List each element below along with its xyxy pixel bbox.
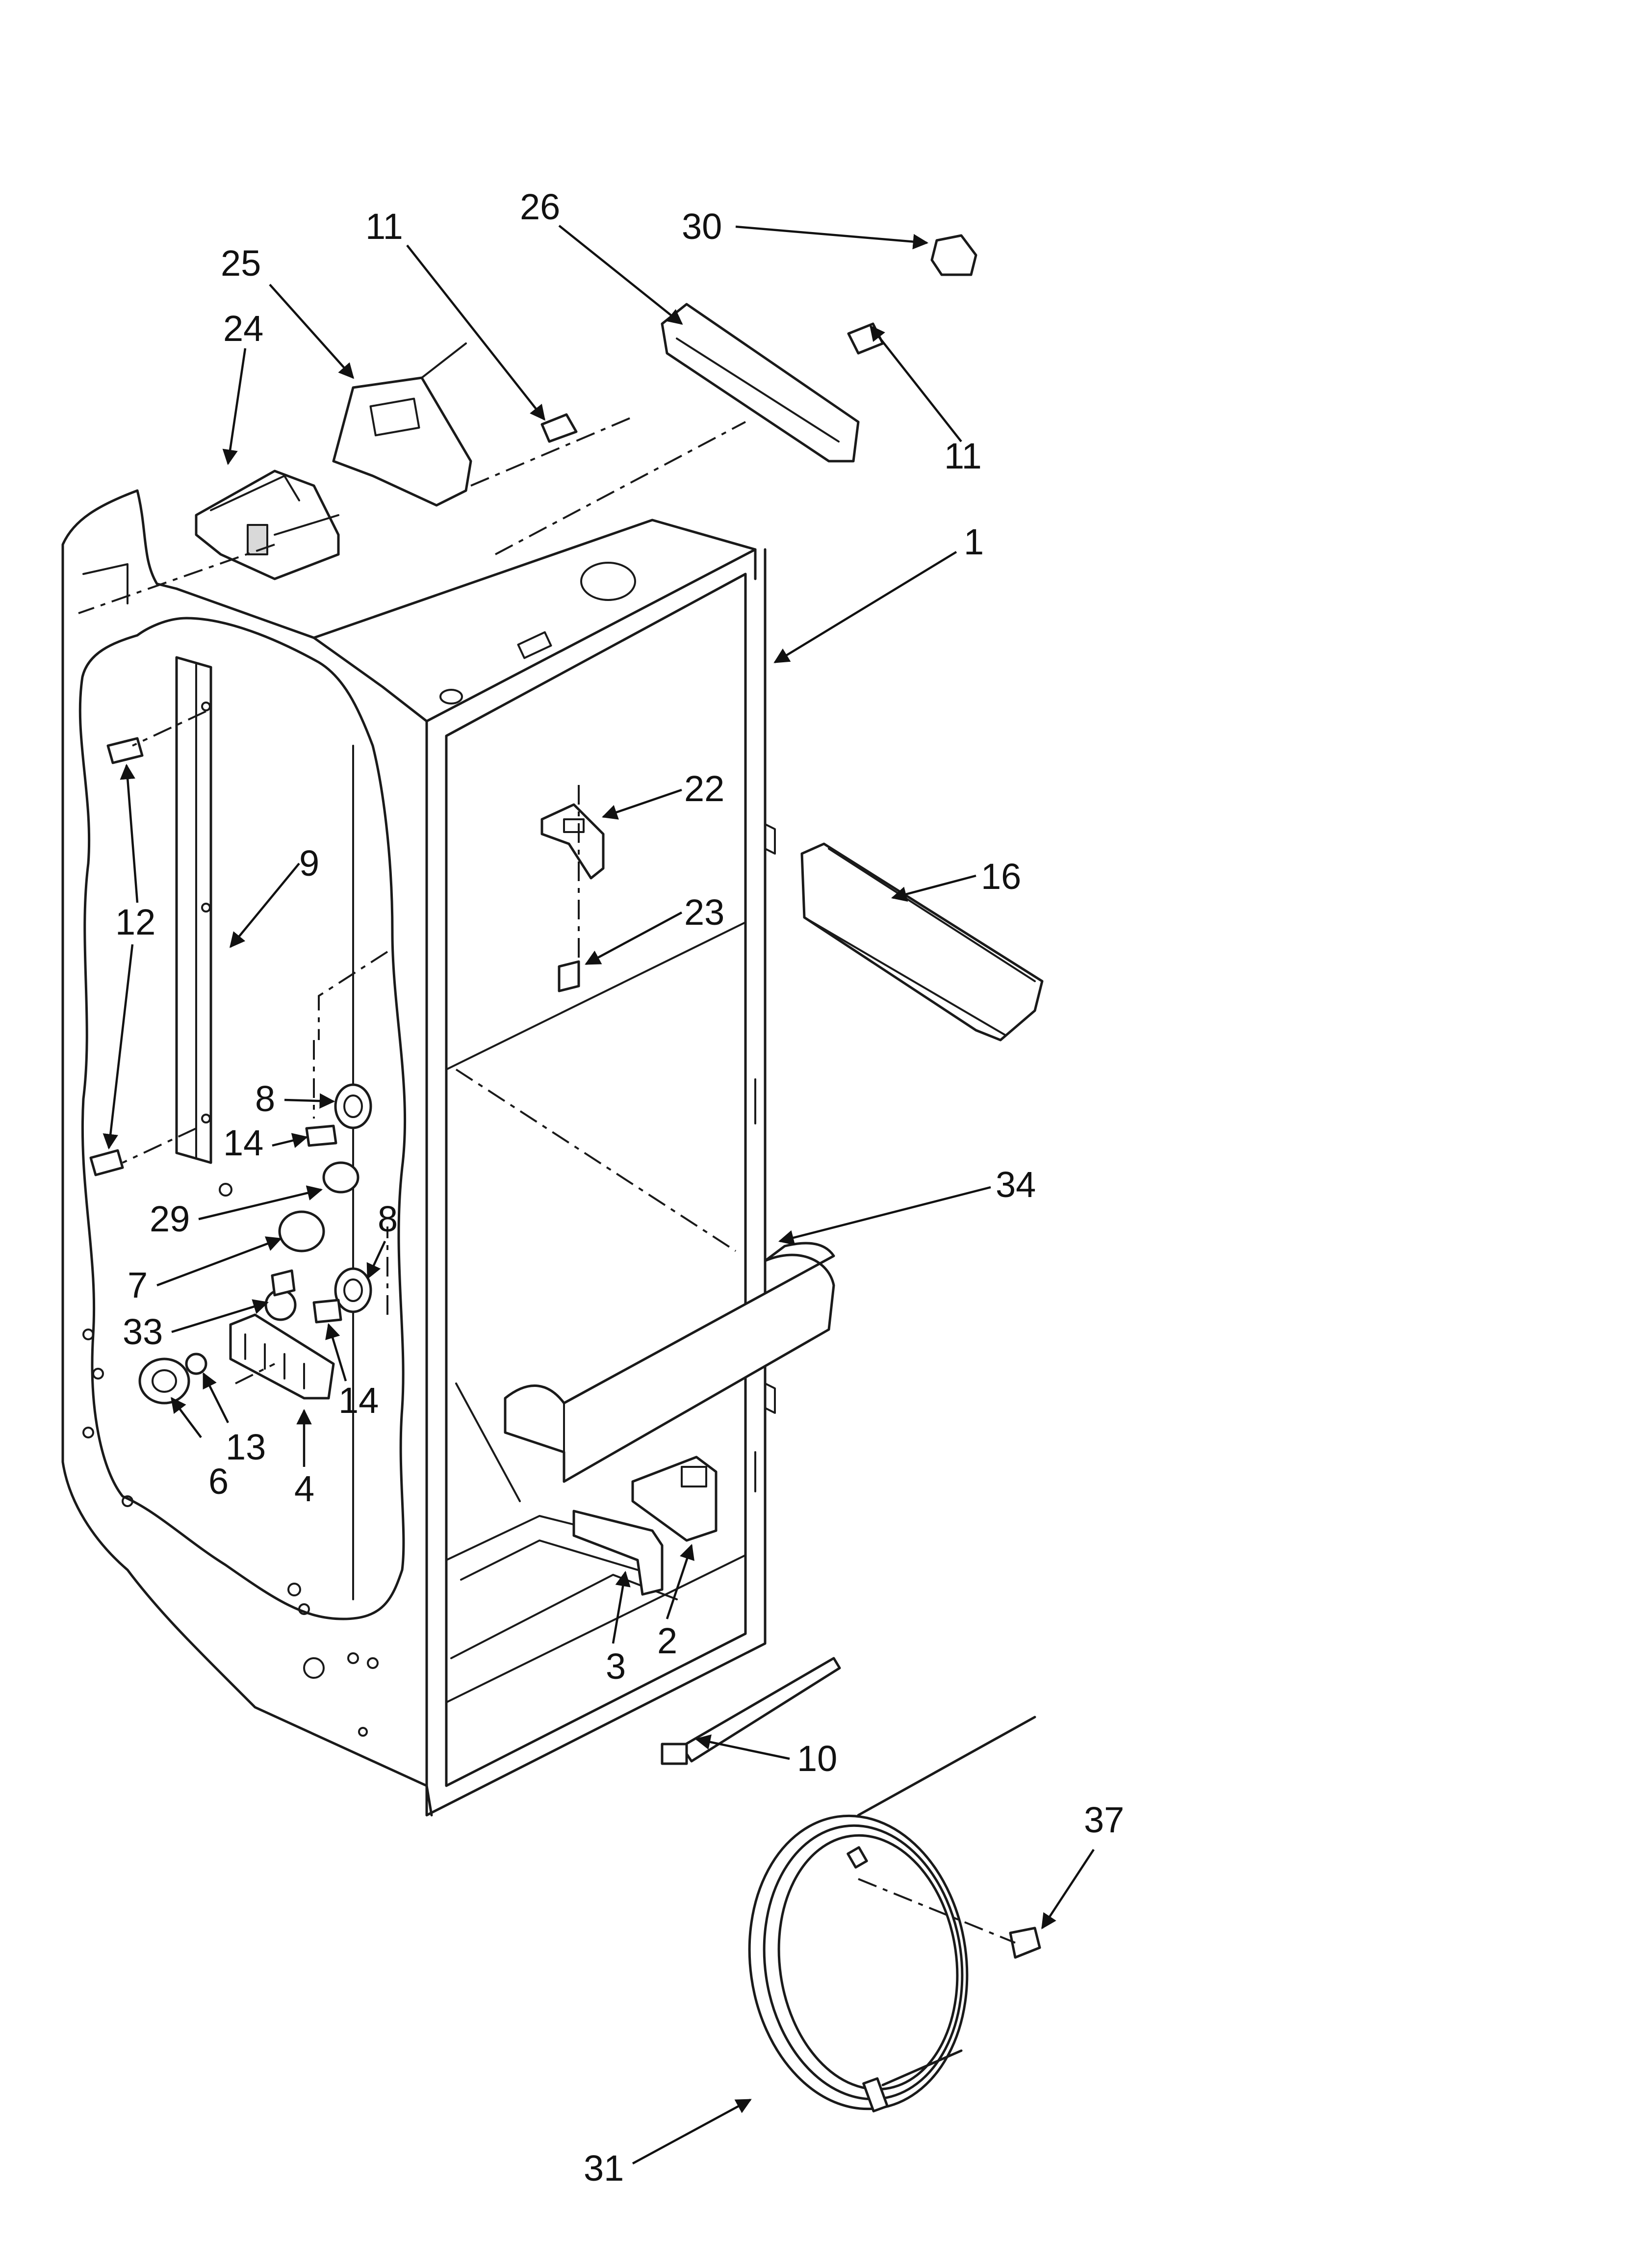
callout-11-right: 11 — [944, 436, 982, 476]
callout-30: 30 — [682, 206, 722, 247]
clip-part — [930, 234, 977, 276]
callout-14-bottom: 14 — [338, 1380, 379, 1421]
duct-cover — [504, 1242, 835, 1483]
callout-12: 12 — [115, 902, 155, 942]
bolt-14b — [312, 1299, 342, 1324]
callout-8-top: 8 — [255, 1078, 275, 1119]
side-rail — [175, 656, 212, 1164]
part-29 — [219, 1161, 359, 1197]
vent-grille-4 — [229, 1313, 335, 1400]
callout-16: 16 — [981, 856, 1021, 897]
control-housing — [195, 469, 340, 580]
callout-11-top: 11 — [365, 206, 403, 247]
callouts: 11 26 30 25 24 11 1 22 16 9 23 12 8 14 3… — [115, 186, 1124, 2189]
cabinet-liner — [61, 489, 776, 1817]
callout-29: 29 — [150, 1199, 190, 1239]
screw-37 — [1009, 1927, 1041, 1959]
screw-23 — [558, 960, 580, 992]
knob-7 — [278, 1210, 325, 1252]
shelf-support — [800, 842, 1044, 1042]
callout-23: 23 — [684, 892, 724, 933]
bracket-22 — [540, 803, 605, 880]
assembly-lines — [78, 416, 1016, 1944]
callout-31: 31 — [584, 2148, 624, 2189]
callout-24: 24 — [223, 308, 263, 349]
callout-4: 4 — [294, 1468, 314, 1509]
callout-1: 1 — [964, 521, 984, 562]
bracket-3 — [572, 1510, 664, 1596]
screw-12a — [106, 737, 144, 764]
bulb-33 — [264, 1269, 297, 1321]
callout-37: 37 — [1084, 1799, 1124, 1840]
spring-13 — [185, 1353, 207, 1375]
cable-tie — [661, 1657, 841, 1765]
callout-25: 25 — [221, 243, 261, 284]
screw-11b — [847, 322, 884, 355]
leader-lines — [103, 225, 1095, 2164]
callout-9: 9 — [299, 843, 319, 884]
callout-2: 2 — [657, 1620, 677, 1661]
hinge-pin-8b — [334, 1267, 372, 1313]
callout-22: 22 — [684, 768, 724, 809]
callout-10: 10 — [797, 1738, 837, 1779]
screw-12b — [89, 1149, 124, 1176]
callout-14-top: 14 — [223, 1122, 263, 1163]
callout-34: 34 — [996, 1164, 1036, 1205]
hinge-pin-8a — [334, 1083, 372, 1129]
callout-6: 6 — [208, 1461, 229, 1502]
callout-7: 7 — [128, 1265, 148, 1305]
callout-8-bottom: 8 — [378, 1199, 398, 1239]
top-channel — [661, 303, 860, 463]
screw-11a — [540, 413, 578, 443]
control-cover — [332, 342, 472, 507]
bracket-2 — [631, 1456, 718, 1542]
callout-33: 33 — [123, 1311, 163, 1352]
water-tubing — [748, 1716, 1036, 2112]
bolt-14a — [305, 1124, 337, 1147]
roller-6 — [138, 1357, 190, 1405]
callout-13: 13 — [226, 1427, 266, 1467]
callout-26: 26 — [520, 186, 560, 227]
callout-3: 3 — [606, 1646, 626, 1687]
